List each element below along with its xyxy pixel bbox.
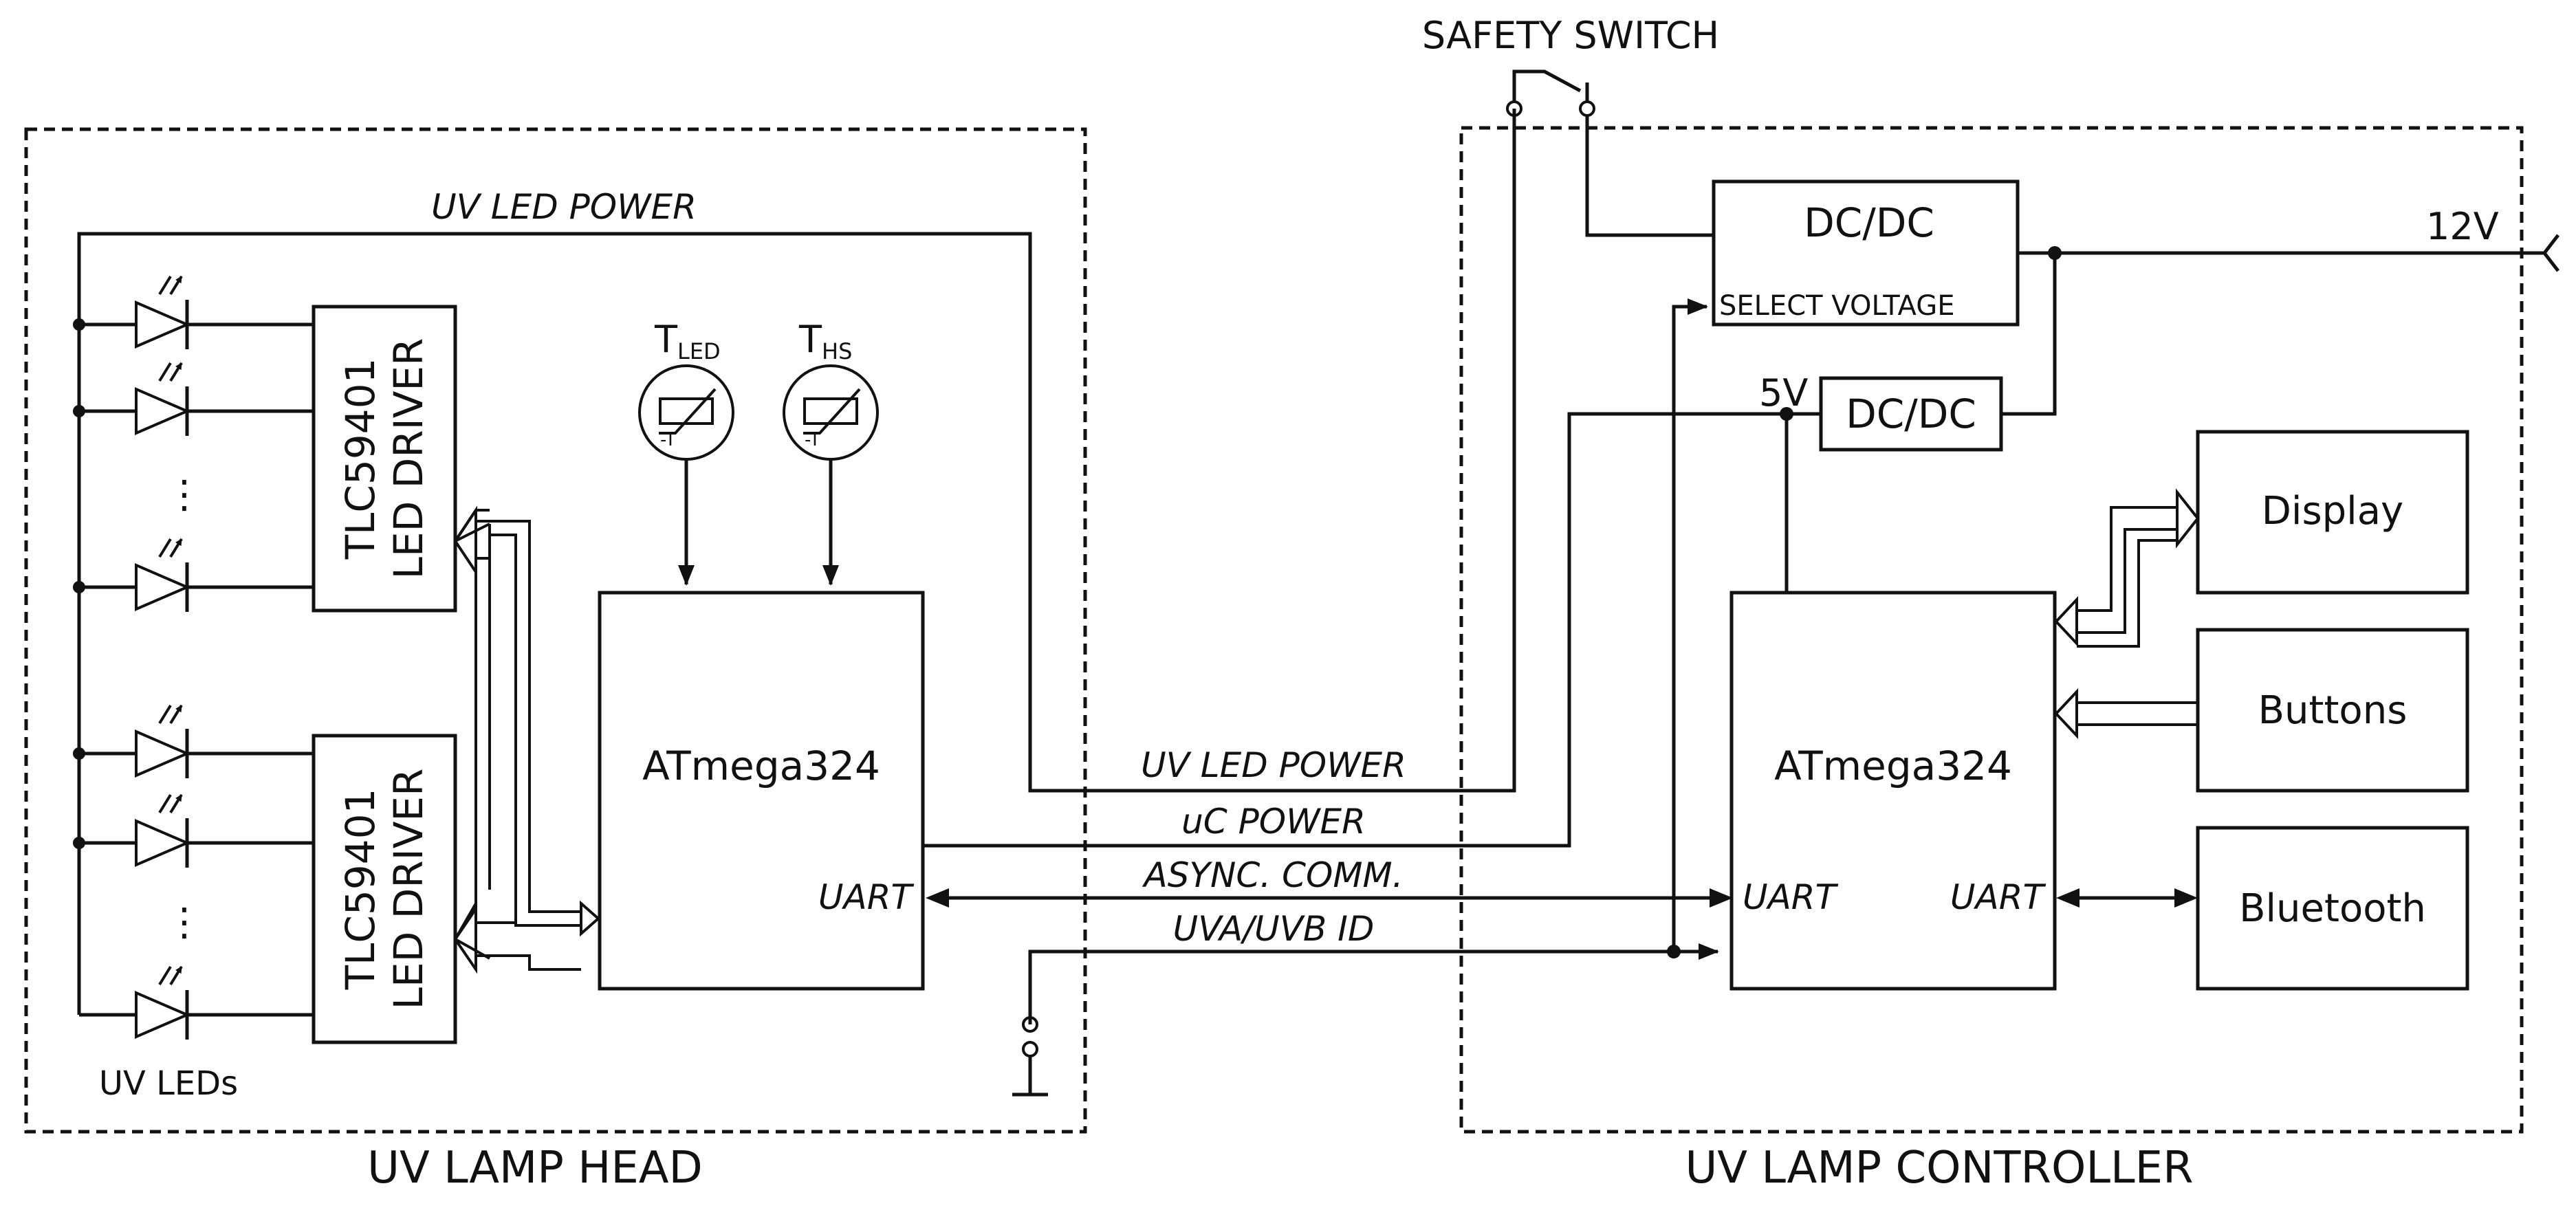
display-label: Display [2262,489,2403,534]
head-mcu-label: ATmega324 [642,743,880,789]
thermistor-t-led-label: TLED [654,318,721,364]
bluetooth-label: Bluetooth [2239,886,2426,931]
link-uc-power-label: uC POWER [1181,802,1366,842]
buttons-bus [2054,688,2198,740]
link-uv-led-power-label: UV LED POWER [1141,745,1406,785]
buttons-label: Buttons [2258,688,2408,733]
head-mcu: ATmega324 UART [598,591,925,991]
uv-led-1 [73,276,314,349]
led-ellipsis-2: ⋮ [165,900,204,945]
label-12v: 12V [2426,205,2499,248]
driver-bus [453,505,601,974]
dcdc-main: DC/DC SELECT VOLTAGE [1712,179,2020,327]
uv-leds-label: UV LEDs [99,1064,238,1103]
uc-power-wire [923,412,1787,848]
led-driver-2-line2: LED DRIVER [385,769,432,1010]
thermistor-t-hs: -T THS [783,318,879,586]
uv-lamp-controller-title: UV LAMP CONTROLLER [1685,1143,2193,1194]
link-uva-uvb-id-label: UVA/UVB ID [1173,909,1375,949]
controller-mcu-label: ATmega324 [1774,743,2012,789]
uv-lamp-controller-frame [1459,126,2524,1134]
safety-switch-label: SAFETY SWITCH [1422,14,1719,57]
led-driver-2-line1: TLC59401 [337,789,384,991]
led-driver-1-line1: TLC59401 [337,358,384,560]
led-driver-1-line2: LED DRIVER [385,338,432,580]
thermistor-t-led: -T TLED [638,318,734,586]
thermistor-t-led-minus-t: -T [660,430,676,450]
uv-led-3 [73,539,314,612]
dcdc-5v: DC/DC 5V [1759,371,2003,593]
head-mcu-uart: UART [818,877,915,917]
safety-switch: SAFETY SWITCH [1422,14,1719,237]
async-comm-link [926,888,1733,908]
uv-led-array [73,276,314,1040]
uv-lamp-head-frame [24,127,1087,1134]
display-bus [2054,488,2200,648]
select-voltage-label: SELECT VOLTAGE [1719,290,1954,322]
uva-uvb-id-link [1012,298,1719,1097]
uv-led-2 [73,363,314,436]
uv-led-power-wire [77,109,1516,1015]
input-12v: 12V [2001,205,2559,416]
bluetooth-link [2056,888,2198,908]
link-async-comm-label: ASYNC. COMM. [1142,855,1403,895]
uv-led-4 [73,705,314,778]
led-driver-1: TLC59401 LED DRIVER [312,305,457,613]
led-ellipsis-1: ⋮ [165,472,204,517]
uv-led-5 [73,795,314,868]
uv-lamp-head-title: UV LAMP HEAD [367,1143,703,1194]
uv-led-power-label: UV LED POWER [431,187,697,227]
uv-led-6 [79,967,314,1040]
label-5v: 5V [1759,371,1808,415]
dcdc-main-label: DC/DC [1804,199,1934,246]
display-box: Display [2196,430,2469,595]
controller-mcu: ATmega324 UART UART [1729,591,2057,991]
led-driver-2: TLC59401 LED DRIVER [312,734,457,1044]
buttons-box: Buttons [2196,628,2469,793]
thermistor-t-hs-label: THS [798,318,852,364]
controller-mcu-uart-right: UART [1950,877,2046,917]
dcdc-5v-label: DC/DC [1846,391,1976,437]
thermistor-t-hs-minus-t: -T [805,430,820,450]
controller-mcu-uart-left: UART [1743,877,1839,917]
bluetooth-box: Bluetooth [2196,826,2469,991]
